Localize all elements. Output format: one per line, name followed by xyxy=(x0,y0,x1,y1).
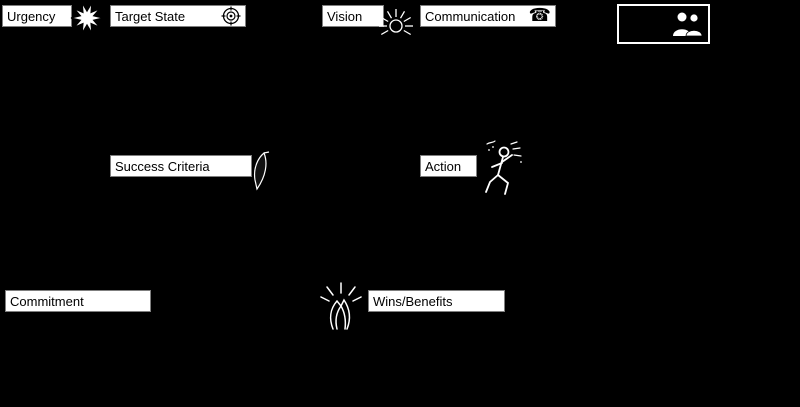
node-commitment: Commitment xyxy=(5,290,151,312)
clapping-hands-icon xyxy=(320,282,362,330)
running-person-icon xyxy=(485,140,522,195)
node-communication: Communication ☎ xyxy=(420,5,556,27)
node-urgency: Urgency xyxy=(2,5,72,27)
node-action-label: Action xyxy=(425,158,462,174)
node-wins-benefits: Wins/Benefits xyxy=(368,290,505,312)
checkmark-dart-icon xyxy=(253,151,270,191)
node-success-criteria-label: Success Criteria xyxy=(115,158,210,174)
node-target-state: Target State xyxy=(110,5,246,27)
node-success-criteria: Success Criteria xyxy=(110,155,252,177)
people-icon xyxy=(673,12,703,37)
node-team xyxy=(617,4,710,44)
node-wins-benefits-label: Wins/Benefits xyxy=(373,293,453,309)
starburst-icon xyxy=(70,2,104,34)
telephone-icon: ☎ xyxy=(528,5,551,26)
node-urgency-label: Urgency xyxy=(7,8,56,24)
node-target-state-label: Target State xyxy=(115,8,186,24)
node-action: Action xyxy=(420,155,477,177)
node-communication-label: Communication xyxy=(425,8,516,24)
node-vision-label: Vision xyxy=(327,8,363,24)
target-icon xyxy=(221,6,241,26)
node-commitment-label: Commitment xyxy=(10,293,84,309)
sun-rays-icon xyxy=(379,9,413,36)
node-vision: Vision xyxy=(322,5,384,27)
